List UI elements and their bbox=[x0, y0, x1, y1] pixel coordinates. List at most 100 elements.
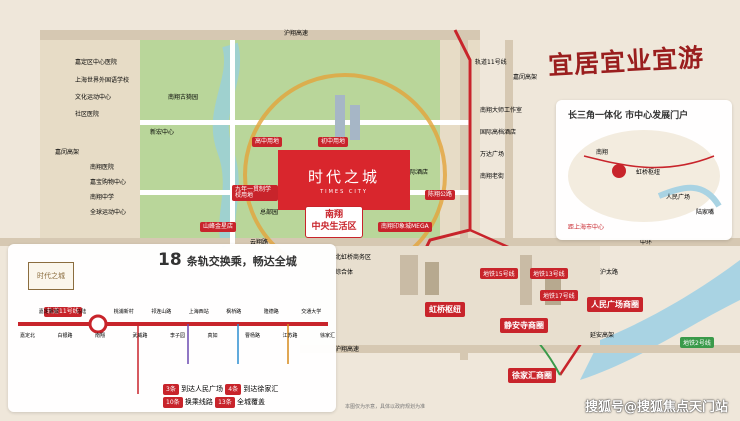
metro-station: 上海西站 bbox=[188, 309, 209, 315]
metro-legend-2: 10条 换乘线路 13条 全城覆盖 bbox=[163, 397, 265, 408]
inset-panel: 长三角一体化 市中心发展门户 南翔 虹桥枢纽 人民广场 陆家嘴 距上海市中心 bbox=[556, 100, 732, 240]
poi-school-primary: 初中用地 bbox=[318, 137, 349, 147]
poi-right: 南翔老街 bbox=[480, 173, 505, 180]
hub-hongqiao: 虹桥枢纽 bbox=[425, 302, 465, 317]
tower-2 bbox=[350, 105, 360, 140]
poi-school-high: 高中用地 bbox=[252, 137, 283, 147]
metro-line-label: 轨道11号线 bbox=[44, 307, 82, 317]
inset-project-dot bbox=[612, 164, 626, 178]
metro-legend: 3条 到达人民广场 4条 到达徐家汇 bbox=[163, 384, 279, 395]
inset-region bbox=[568, 130, 720, 222]
metro-station: 桃浦新村 bbox=[113, 309, 134, 315]
metro-tag-15: 地铁15号线 bbox=[480, 268, 518, 279]
central-district-tag: 南翔 中央生活区 bbox=[305, 206, 363, 238]
metro-station: 真如 bbox=[207, 333, 218, 339]
poi-hqpark: 总部园 bbox=[260, 209, 279, 216]
poi-right: 北虹桥商务区 bbox=[335, 254, 372, 261]
poi-right: 国际高档酒店 bbox=[480, 129, 517, 136]
hub-peoples-square: 人民广场商圈 bbox=[587, 297, 643, 312]
metro-headline: 条轨交换乘，畅达全城 bbox=[186, 255, 297, 268]
highway-huxiang-bottom bbox=[300, 345, 740, 353]
metro-count: 18 bbox=[158, 250, 182, 270]
poi-mall: 南翔印象城MEGA bbox=[378, 222, 432, 232]
building-3 bbox=[520, 255, 532, 305]
poi-left: 南翔中学 bbox=[90, 194, 115, 201]
metro-tag-17: 地铁17号线 bbox=[540, 290, 578, 301]
highway-huxiang-top bbox=[40, 30, 480, 40]
road-jiasong-right-label: 嘉闵高架 bbox=[513, 74, 538, 81]
legend-item: 13条 bbox=[215, 397, 235, 408]
poi-school-nine: 九年一贯制学校用地 bbox=[232, 185, 278, 201]
metro-station: 祁连山路 bbox=[151, 309, 172, 315]
poi-left: 上海世界外国语学校 bbox=[75, 77, 130, 84]
project-name-en: TIMES CITY bbox=[320, 188, 368, 195]
poi-right: 万达广场 bbox=[480, 151, 505, 158]
poi-right: 综合体 bbox=[335, 269, 354, 276]
legend-caption: 全城覆盖 bbox=[236, 398, 265, 406]
legend-caption: 换乘线路 bbox=[184, 398, 213, 406]
road-huxiang-bottom-label: 沪翔高速 bbox=[335, 346, 360, 353]
inset-title: 长三角一体化 市中心发展门户 bbox=[568, 111, 689, 121]
hub-xujiahui: 徐家汇商圈 bbox=[508, 368, 556, 383]
inset-label: 陆家嘴 bbox=[696, 209, 715, 216]
project-highlight[interactable]: 时代之城 TIMES CITY bbox=[278, 150, 410, 210]
road-metro11-label: 轨道11号线 bbox=[475, 59, 507, 66]
poi-left: 新宏中心 bbox=[150, 129, 175, 136]
metro-panel: 18 条轨交换乘，畅达全城 时代之城 轨道11号线 嘉定北嘉定新城白银路马陆南翔… bbox=[8, 244, 336, 412]
legend-item: 10条 bbox=[163, 397, 183, 408]
road-zhonghuan-label: 中环 bbox=[640, 239, 653, 246]
metro-station: 嘉定北 bbox=[20, 333, 36, 339]
poi-garden: 南翔古猗园 bbox=[168, 94, 199, 101]
poi-left: 嘉宝购物中心 bbox=[90, 179, 127, 186]
metro-station: 徐家汇 bbox=[320, 333, 336, 339]
road-hutaigong-label: 沪太路 bbox=[600, 269, 619, 276]
metro-panel-title: 18 条轨交换乘，畅达全城 bbox=[158, 250, 297, 270]
district-bottom: 中央生活区 bbox=[311, 222, 357, 232]
hub-jingan: 静安寺商圈 bbox=[500, 318, 548, 333]
road-h1 bbox=[140, 120, 470, 125]
tower-1 bbox=[335, 95, 345, 140]
metro-station: 白银路 bbox=[57, 333, 73, 339]
poi-left: 嘉定区中心医院 bbox=[75, 59, 118, 66]
metro-tag-13: 地铁13号线 bbox=[530, 268, 568, 279]
building-1 bbox=[400, 255, 418, 295]
metro-station: 曹杨路 bbox=[245, 333, 261, 339]
metro-station: 武威路 bbox=[132, 333, 148, 339]
building-2 bbox=[425, 262, 439, 295]
metro-station: 嘉定新城 bbox=[38, 309, 59, 315]
metro-station: 李子园 bbox=[170, 333, 186, 339]
legend-item: 3条 bbox=[163, 384, 179, 395]
metro-line-graphic bbox=[18, 314, 328, 394]
legend-caption: 到达徐家汇 bbox=[243, 385, 279, 393]
highway-zhonghuan bbox=[0, 238, 740, 246]
road-chenxiang-label: 陈翔公路 bbox=[425, 190, 456, 200]
poi-left: 文化运动中心 bbox=[75, 94, 112, 101]
inset-route bbox=[583, 155, 715, 169]
metro-station: 马陆 bbox=[76, 309, 87, 315]
watermark: 搜狐号@搜狐焦点天门站 bbox=[584, 400, 728, 415]
highway-jiasong bbox=[460, 40, 468, 360]
inset-label: 虹桥枢纽 bbox=[636, 169, 661, 176]
poi-hotel: 南翔国际酒店 bbox=[392, 169, 429, 176]
project-name: 时代之城 bbox=[307, 167, 380, 186]
road-v1 bbox=[230, 40, 235, 245]
inset-label: 南翔 bbox=[596, 149, 609, 156]
metro-station: 南翔 bbox=[95, 333, 106, 339]
poi-left: 社区医院 bbox=[75, 111, 100, 118]
road-vertical-right bbox=[505, 40, 513, 250]
metro-project-node bbox=[88, 314, 108, 334]
legend-caption: 到达人民广场 bbox=[181, 385, 224, 393]
poi-left: 南翔医院 bbox=[90, 164, 115, 171]
poi-left: 全球运动中心 bbox=[90, 209, 127, 216]
metro-station: 江苏路 bbox=[282, 333, 298, 339]
metro-tag-2: 地铁2号线 bbox=[680, 337, 714, 348]
metro-station: 隆德路 bbox=[263, 309, 279, 315]
inset-label: 人民广场 bbox=[666, 194, 691, 201]
road-yunxiang-label: 云翔路 bbox=[250, 239, 269, 246]
district-top: 南翔 bbox=[324, 210, 343, 221]
road-jiasong-left-label: 嘉闵高架 bbox=[55, 149, 80, 156]
inset-map bbox=[568, 130, 722, 222]
inset-river bbox=[657, 184, 722, 208]
disclaimer: 本图仅为示意，具体以政府规划为准 bbox=[345, 404, 426, 410]
